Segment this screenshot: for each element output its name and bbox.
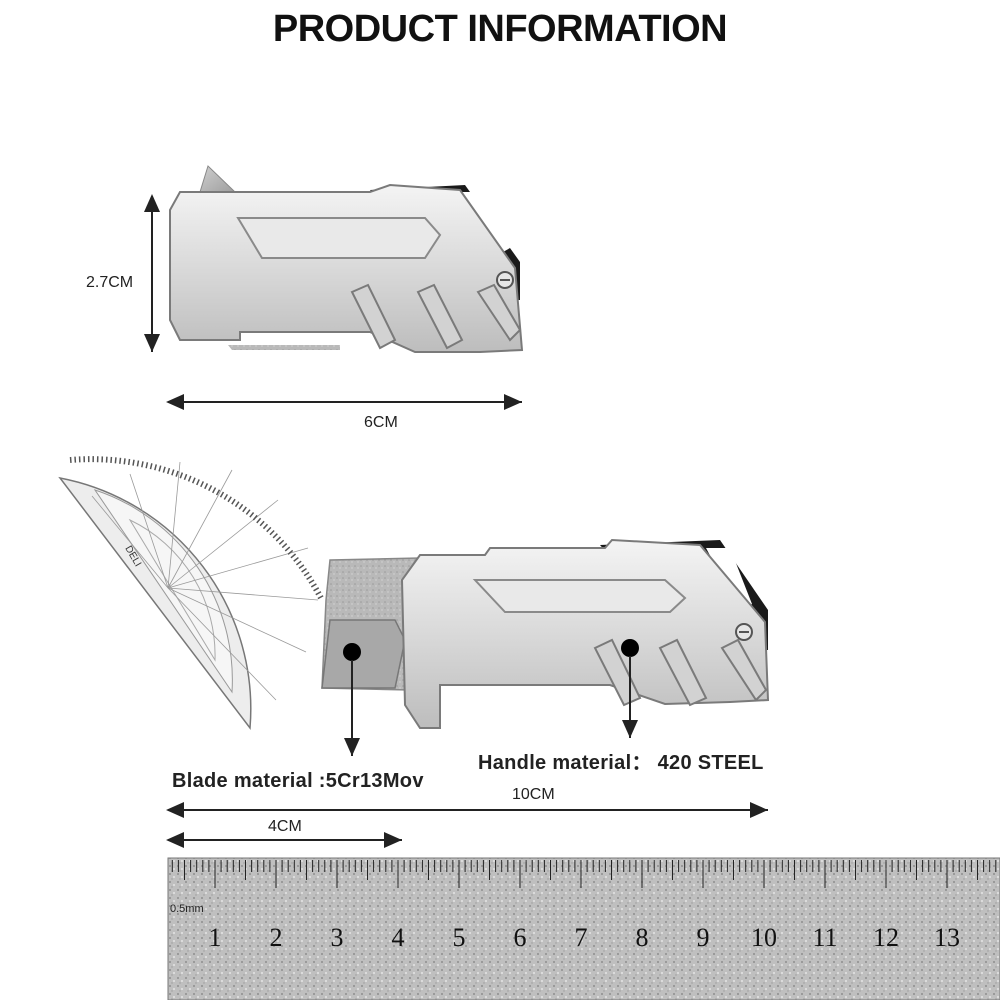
ruler-number: 4	[392, 923, 405, 952]
page-title: PRODUCT INFORMATION	[272, 8, 728, 50]
ruler-number: 5	[453, 923, 466, 952]
height-label: 2.7CM	[86, 274, 134, 291]
ruler-number: 10	[751, 923, 777, 952]
ruler-number: 9	[697, 923, 710, 952]
handle-material-label: Handle material： 420 STEEL	[478, 752, 764, 774]
open-knife	[321, 538, 770, 729]
protractor: DELI	[58, 456, 325, 731]
blade-pointer-dot	[343, 643, 361, 661]
width-label: 6CM	[364, 414, 398, 431]
ruler-unit: 0.5mm	[170, 903, 204, 915]
folded-knife	[169, 165, 524, 353]
blade-material-label: Blade material :5Cr13Mov	[172, 770, 424, 792]
ruler-number: 2	[270, 923, 283, 952]
ruler-number: 8	[636, 923, 649, 952]
ruler-number: 11	[812, 923, 837, 952]
ruler-number: 12	[873, 923, 899, 952]
ruler-number: 6	[514, 923, 527, 952]
ruler-number: 1	[209, 923, 222, 952]
ruler-number: 3	[331, 923, 344, 952]
ruler-number: 13	[934, 923, 960, 952]
blade-length-label: 4CM	[268, 818, 302, 835]
ruler-number: 7	[575, 923, 588, 952]
total-length-label: 10CM	[512, 786, 555, 803]
handle-pointer-dot	[621, 639, 639, 657]
